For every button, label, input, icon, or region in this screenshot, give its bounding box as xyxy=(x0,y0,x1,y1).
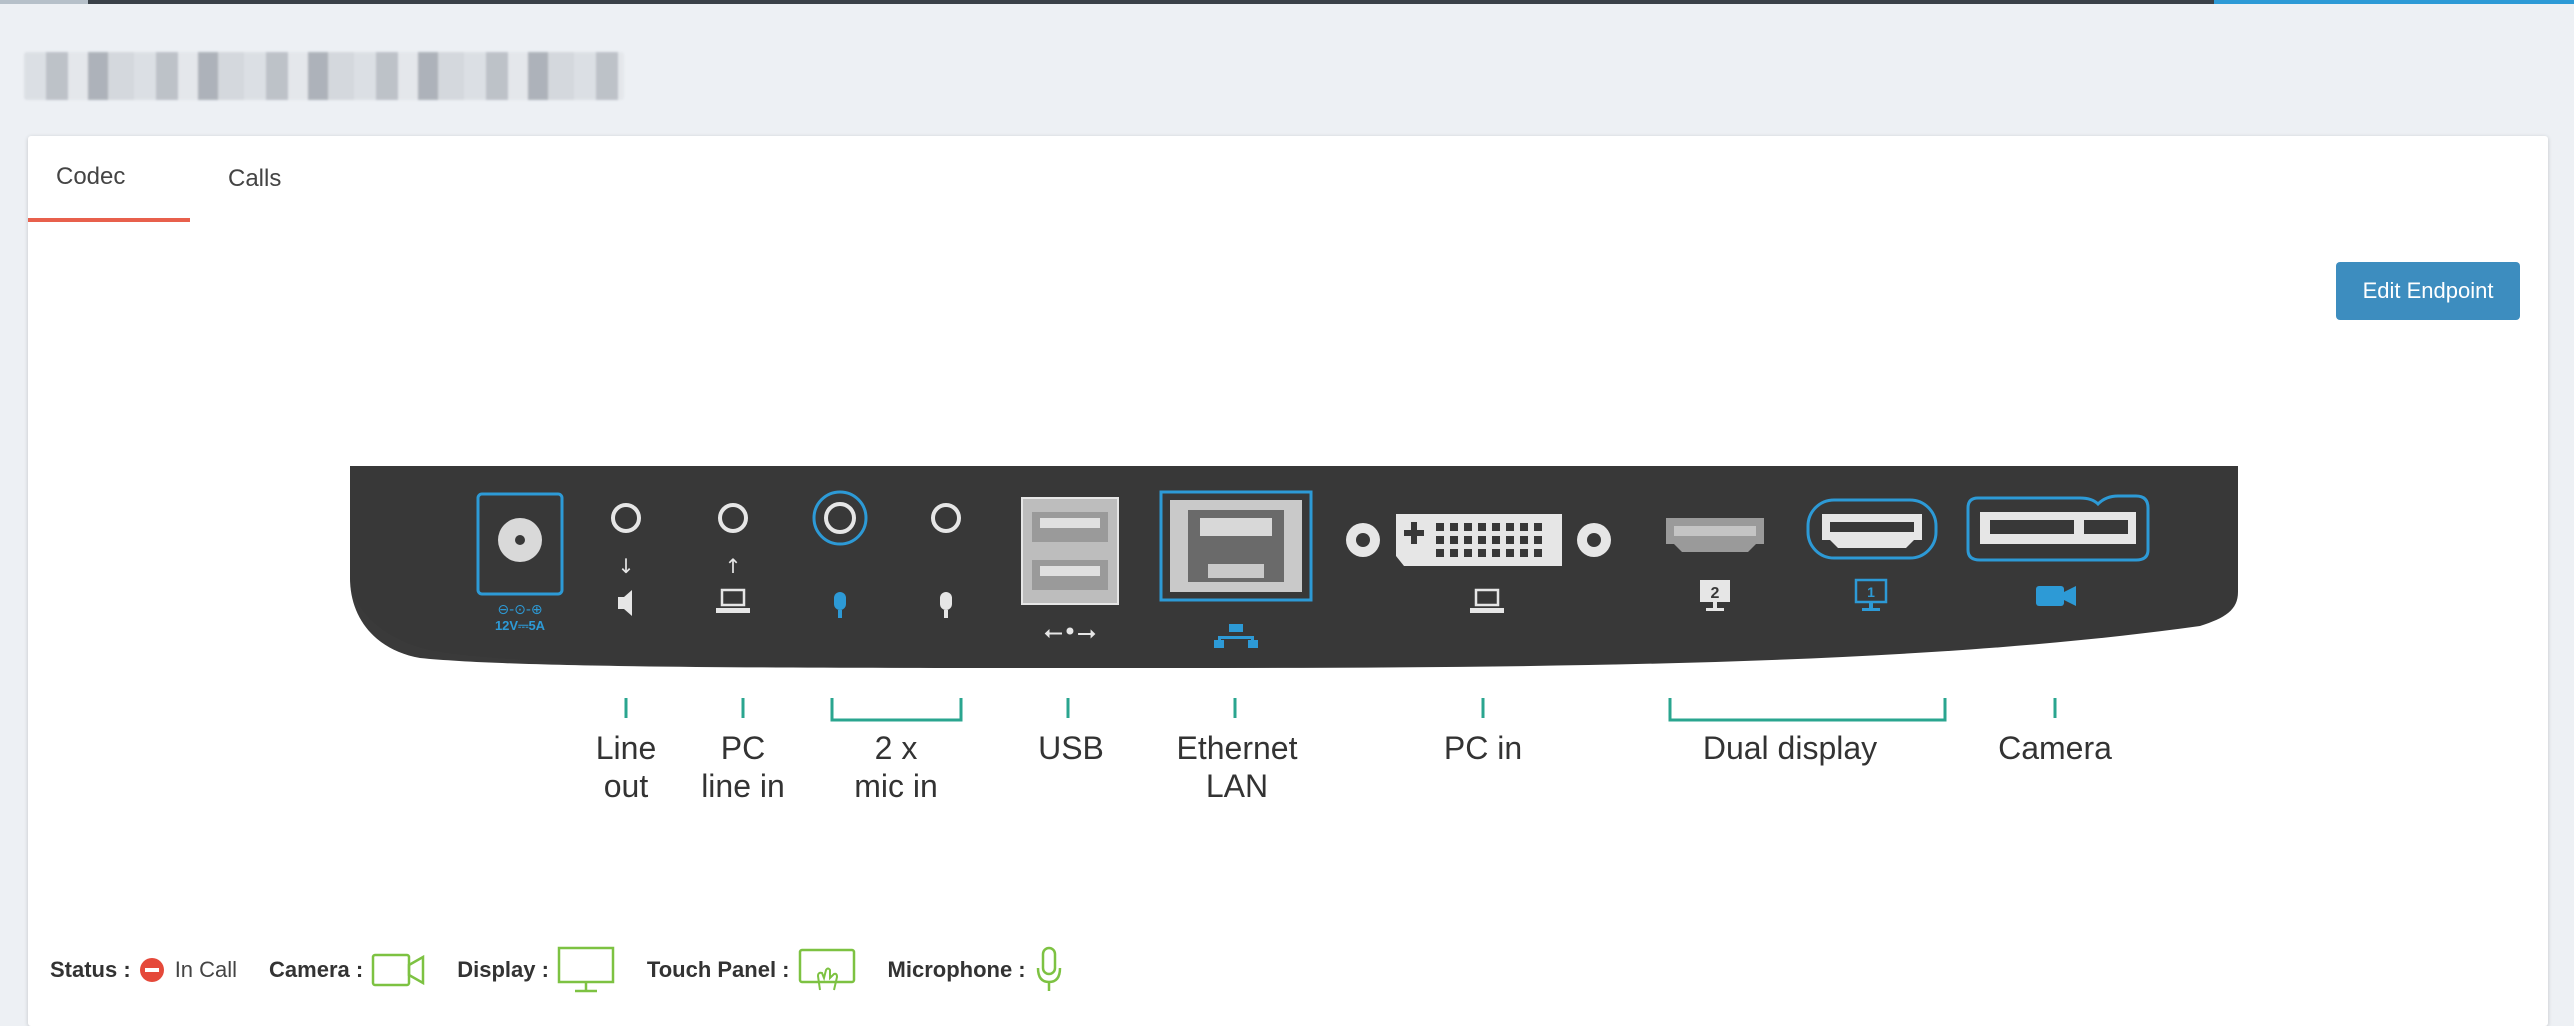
label-pc-line-in-1: PC xyxy=(721,730,765,766)
camera-port[interactable] xyxy=(1966,494,2150,606)
edit-endpoint-button[interactable]: Edit Endpoint xyxy=(2336,262,2520,320)
laptop-icon xyxy=(1470,588,1504,613)
label-mic-in-1: 2 x xyxy=(875,730,918,766)
ethernet-port[interactable] xyxy=(1159,490,1313,648)
display-status-label: Display : xyxy=(457,957,549,982)
usb-port[interactable]: ⭠•⭢ xyxy=(1021,497,1119,646)
monitor-icon: 1 xyxy=(1854,578,1888,611)
label-pc-in: PC in xyxy=(1444,730,1522,766)
svg-text:2: 2 xyxy=(1711,585,1720,602)
tab-codec[interactable]: Codec xyxy=(28,136,190,222)
mic-icon xyxy=(834,592,846,618)
label-line-out-2: out xyxy=(604,768,649,804)
page-title-redacted xyxy=(24,52,624,100)
laptop-icon xyxy=(716,588,750,613)
pc-line-in-port[interactable]: ↑ xyxy=(716,503,750,613)
camera-status-group: Camera : xyxy=(269,952,425,988)
status-value: In Call xyxy=(174,957,238,982)
microphone-status-label: Microphone : xyxy=(887,957,1026,982)
network-icon xyxy=(1214,624,1258,648)
label-camera: Camera xyxy=(1998,730,2112,766)
in-call-status-icon xyxy=(139,958,164,982)
tab-calls[interactable]: Calls xyxy=(228,165,282,192)
touch-panel-status-label: Touch Panel : xyxy=(646,957,790,982)
status-bar: Status : In Call Camera : Display : Touc… xyxy=(50,940,1096,1000)
pc-in-port[interactable] xyxy=(1346,514,1611,613)
label-ethernet-2: LAN xyxy=(1206,768,1268,804)
touch-panel-status-icon[interactable] xyxy=(798,946,856,994)
hdmi-display-1-port[interactable]: 1 xyxy=(1806,498,1938,611)
usb-icon: ⭠•⭢ xyxy=(1044,618,1097,646)
label-line-out-1: Line xyxy=(596,730,657,766)
monitor-icon: 2 xyxy=(1700,580,1730,611)
camera-icon xyxy=(2036,586,2076,606)
top-bar-accent xyxy=(2214,0,2574,4)
label-ethernet-1: Ethernet xyxy=(1177,730,1298,766)
label-dual-display: Dual display xyxy=(1703,730,1877,766)
svg-text:↓: ↓ xyxy=(618,554,635,578)
power-port[interactable]: 12V⎓5A ⊖-⊙-⊕ xyxy=(476,492,564,633)
status-label: Status : xyxy=(50,957,131,982)
mic-in-port-1[interactable] xyxy=(812,490,868,618)
camera-status-label: Camera : xyxy=(269,957,364,982)
hdmi-display-2-port[interactable]: 2 xyxy=(1666,518,1764,611)
display-status-icon[interactable] xyxy=(557,946,615,994)
microphone-status-icon[interactable] xyxy=(1034,946,1064,994)
microphone-status-group: Microphone : xyxy=(888,946,1064,994)
mic-icon xyxy=(940,592,952,618)
speaker-icon xyxy=(618,590,632,616)
label-usb: USB xyxy=(1038,730,1104,766)
status-group: Status : In Call xyxy=(50,957,237,983)
mic-in-port-2[interactable] xyxy=(931,503,961,618)
label-mic-in-2: mic in xyxy=(854,768,938,804)
label-brackets xyxy=(624,698,2057,722)
top-bar-segment xyxy=(0,0,88,4)
svg-text:↑: ↑ xyxy=(725,554,742,578)
display-status-group: Display : xyxy=(457,946,615,994)
label-pc-line-in-2: line in xyxy=(701,768,785,804)
camera-status-icon[interactable] xyxy=(371,952,425,988)
line-out-port[interactable]: ↓ xyxy=(611,503,641,616)
power-rating: 12V⎓5A xyxy=(495,618,546,633)
svg-text:1: 1 xyxy=(1867,584,1875,600)
tab-bar: Codec Calls xyxy=(28,136,309,222)
top-progress-bar xyxy=(0,0,2574,4)
svg-text:⊖-⊙-⊕: ⊖-⊙-⊕ xyxy=(497,602,542,618)
touch-panel-status-group: Touch Panel : xyxy=(647,946,856,994)
